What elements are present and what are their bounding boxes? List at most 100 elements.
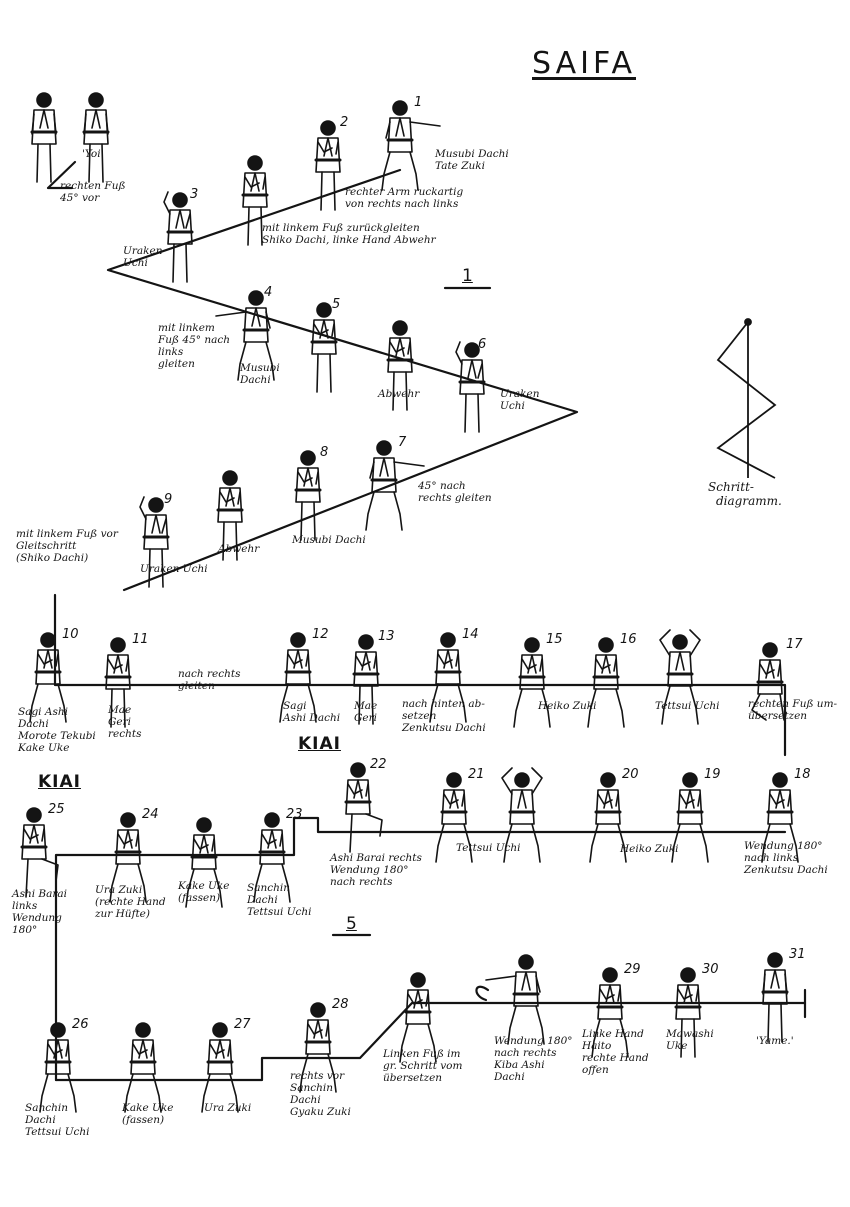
step-number-14: 14 [462,627,479,642]
karate-figure-26 [39,1022,77,1113]
label-rechten-fuss-umsetzen: rechten Fuß um-übersetzen [748,698,838,722]
step-number-6: 6 [478,337,486,352]
karate-figure-11 [104,637,132,728]
kiai-label-22: KIAI [298,734,341,754]
label-tettsui-a: Tettsui Uchi [655,700,720,712]
label-abwehr-a: Abwehr [378,388,420,400]
step-number-27: 27 [234,1017,251,1032]
karate-figure-30 [674,967,702,1058]
karate-figure-25 [20,807,59,898]
step-number-18: 18 [794,767,811,782]
karate-figure-18 [761,772,799,863]
karate-figure-4 [215,290,275,381]
karate-figure-f2b [241,155,269,246]
step-number-30: 30 [702,962,719,977]
karate-figure-f21b [501,767,543,863]
label-abwehr-b: Abwehr [218,543,260,555]
step-number-15: 15 [546,632,563,647]
karate-figure-15 [513,637,551,728]
step-number-11: 11 [132,632,149,647]
step-number-9: 9 [164,492,172,507]
label-musubi-dachi-b: Musubi Dachi [292,534,366,546]
step-number-22: 22 [370,757,387,772]
step-number-29: 29 [624,962,641,977]
karate-figure-f8b [216,470,244,561]
step-number-19: 19 [704,767,721,782]
step-number-5: 5 [332,297,340,312]
step-number-4: 4 [264,285,272,300]
step-number-12: 12 [312,627,329,642]
step-number-16: 16 [620,632,637,647]
karate-figure-20 [589,772,627,863]
yoi-pointer [46,160,77,190]
step-number-21: 21 [468,767,485,782]
karate-figure-28 [299,1002,337,1093]
karate-figure-13 [352,634,380,725]
label-tettsui-b: Tettsui Uchi [456,842,521,854]
turn-arrow [475,985,490,1002]
step-number-1: 1 [414,95,422,110]
label-ura-zuki-27: Ura Zuki [204,1102,252,1114]
section-marker-5: 5 [346,914,357,934]
label-uraken-c: Uraken Uchi [140,563,208,575]
schritt-diagramm [716,318,777,479]
step-number-17: 17 [786,637,803,652]
karate-figure-9 [139,496,170,588]
path-row-4 [54,1001,807,1082]
step-number-3: 3 [190,187,198,202]
karate-figure-1 [381,100,441,191]
page-title: SAIFA [532,46,636,81]
label-yame: 'Yame.' [756,1035,794,1047]
step-number-10: 10 [62,627,79,642]
karate-figure-6 [455,341,486,433]
karate-figure-23 [253,812,291,903]
step-number-31: 31 [789,947,806,962]
karate-figure-19 [671,772,709,863]
label-kake-uke-27b: Kake Uke(fassen) [122,1102,174,1126]
step-number-23: 23 [286,807,303,822]
step-number-7: 7 [398,435,407,450]
karate-figure-3 [163,191,194,283]
karate-figure-f23b [185,817,223,908]
karate-figure-f27b [124,1022,162,1113]
karate-figure-17 [751,642,785,721]
karate-figure-5 [310,302,338,393]
path-row-3 [54,816,787,1082]
karate-figure-8 [294,450,322,541]
step-number-13: 13 [378,629,395,644]
path-row-1 [106,168,579,592]
step-number-8: 8 [320,445,328,460]
karate-figure-31 [761,952,789,1043]
label-heiko-zuki-b: Heiko Zuki [620,843,679,855]
karate-figure-f28b [399,972,437,1063]
karate-figure-22 [344,762,383,853]
step-number-28: 28 [332,997,349,1012]
karate-figure-21 [435,772,473,863]
kiai-label-25: KIAI [38,772,81,792]
karate-figure-10 [29,632,67,723]
diagram-label: Schritt-diagramm. [708,480,782,508]
step-number-2: 2 [340,115,348,130]
karate-figure-yoi-b [82,92,110,183]
